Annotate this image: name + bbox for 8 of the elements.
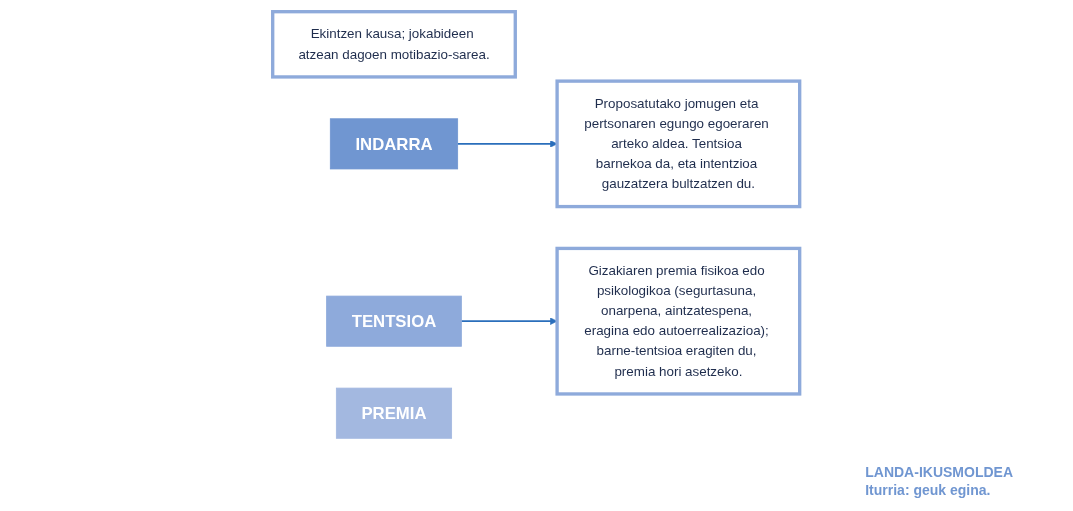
node-box: INDARRA	[330, 118, 459, 170]
node-box: Proposatutako jomugen eta pertsonaren egungo egoeraren arteko aldea. Tentsioa barnekoa da, eta intentzioa gauzatzera bultzatzen du.	[555, 79, 802, 209]
node-box: Gizakiaren premia fisikoa edo psikologikoa (segurtasuna, onarpena, aintzatespena, eragina edo autoerrealizazioa); barne-tentsioa eragiten du, premia hori asetzeko.	[555, 246, 802, 396]
node-box: Ekintzen kausa; jokabideen atzean dagoen motibazio-sarea.	[271, 10, 518, 79]
source-note: LANDA-IKUSMOLDEA	[865, 464, 1013, 480]
source-note: Iturria: geuk egina.	[865, 482, 992, 498]
node-box: PREMIA	[336, 387, 453, 439]
node-box: TENTSIOA	[326, 295, 463, 347]
